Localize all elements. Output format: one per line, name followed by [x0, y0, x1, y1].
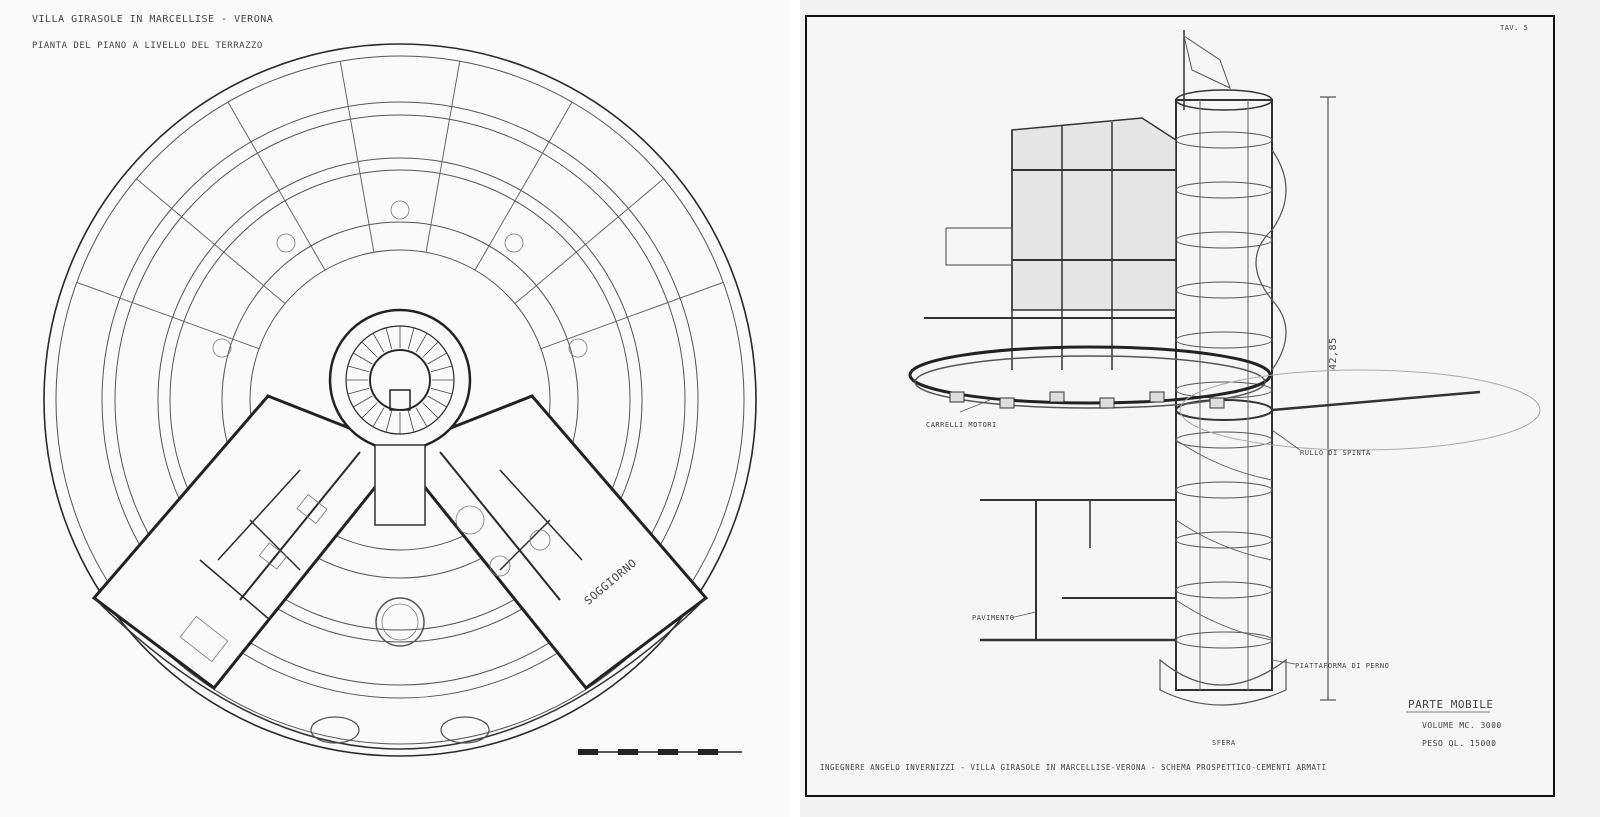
plan-title-line1: VILLA GIRASOLE IN MARCELLISE - VERONA — [32, 14, 273, 25]
fountain — [375, 597, 425, 647]
label-pavimento: PAVIMENTO — [972, 614, 1014, 622]
entrance-corridor — [374, 444, 426, 526]
structural-section-panel: TAV. 5 42,85 — [800, 0, 1600, 817]
structural-section-drawing: TAV. 5 42,85 — [805, 15, 1555, 797]
label-piattaforma: PIATTAFORMA DI PERNO — [1295, 662, 1389, 670]
front-garden-arc — [93, 597, 707, 750]
house-wings — [91, 394, 709, 691]
legend-line2: PESO QL. 15000 — [1422, 739, 1496, 748]
planter-dividers — [76, 61, 724, 350]
sheet-footer: INGEGNERE ANGELO INVERNIZZI - VILLA GIRA… — [820, 763, 1327, 772]
plan-title-line2: PIANTA DEL PIANO A LIVELLO DEL TERRAZZO — [32, 41, 263, 51]
height-dimension: 42,85 — [1320, 96, 1339, 701]
label-carrelli: CARRELLI MOTORI — [926, 421, 997, 429]
circular-terrace-rings — [43, 43, 757, 757]
callouts: CARRELLI MOTORI RULLO DI SPINTA PAVIMENT… — [926, 399, 1389, 747]
dimension-label: 42,85 — [1328, 337, 1339, 370]
lower-structure — [980, 499, 1287, 706]
sheet-number: TAV. 5 — [1500, 24, 1528, 32]
label-rullo: RULLO DI SPINTA — [1300, 449, 1371, 457]
scale-bar — [578, 749, 742, 755]
central-stair-tower — [328, 308, 472, 452]
flag — [1183, 30, 1231, 110]
floor-plan-drawing: VILLA GIRASOLE IN MARCELLISE - VERONA PI… — [32, 14, 757, 757]
legend-line1: VOLUME MC. 3000 — [1422, 721, 1502, 730]
pool-right — [440, 716, 490, 744]
rotating-platform-base — [908, 345, 1541, 451]
legend-box: PARTE MOBILE VOLUME MC. 3000 PESO QL. 15… — [1406, 698, 1502, 748]
legend-title: PARTE MOBILE — [1408, 698, 1493, 711]
pool-left — [310, 716, 360, 744]
floor-plan-panel: VILLA GIRASOLE IN MARCELLISE - VERONA PI… — [0, 0, 790, 817]
central-cylinder-tower — [1175, 89, 1287, 691]
rotating-frame — [924, 117, 1177, 370]
label-sfera: SFERA — [1212, 739, 1236, 747]
planter-dots — [212, 200, 588, 358]
